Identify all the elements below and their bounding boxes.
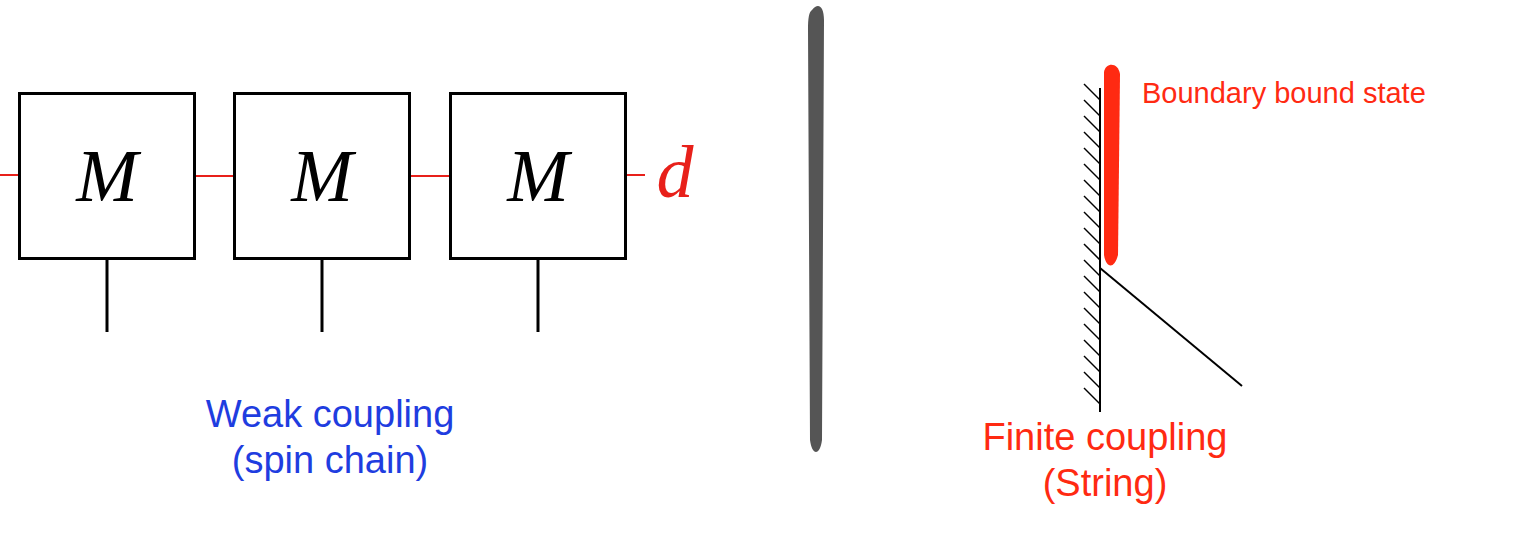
bond-line (0, 174, 18, 176)
physical-leg (537, 260, 540, 332)
reflected-trajectory (1100, 268, 1242, 386)
tensor-box: M (233, 92, 411, 260)
bound-state-blob (1104, 65, 1120, 266)
tensor-box: M (18, 92, 196, 260)
physical-leg (106, 260, 109, 332)
callout-label: Boundary bound state (1142, 76, 1522, 111)
physical-leg (321, 260, 324, 332)
divider-stroke (808, 6, 824, 452)
bond-line (196, 175, 233, 177)
tensor-label: M (291, 139, 353, 213)
bond-line (411, 175, 449, 177)
regime-caption: Weak coupling (spin chain) (165, 392, 495, 483)
wall-hatching (1084, 84, 1100, 404)
regime-caption: Finite coupling (String) (950, 415, 1260, 506)
tensor-box: M (449, 92, 627, 260)
bond-dimension-label: d (640, 128, 710, 217)
tensor-label: M (76, 139, 138, 213)
bond-line (627, 174, 645, 176)
boundary-wall (1099, 88, 1101, 412)
tensor-label: M (507, 139, 569, 213)
